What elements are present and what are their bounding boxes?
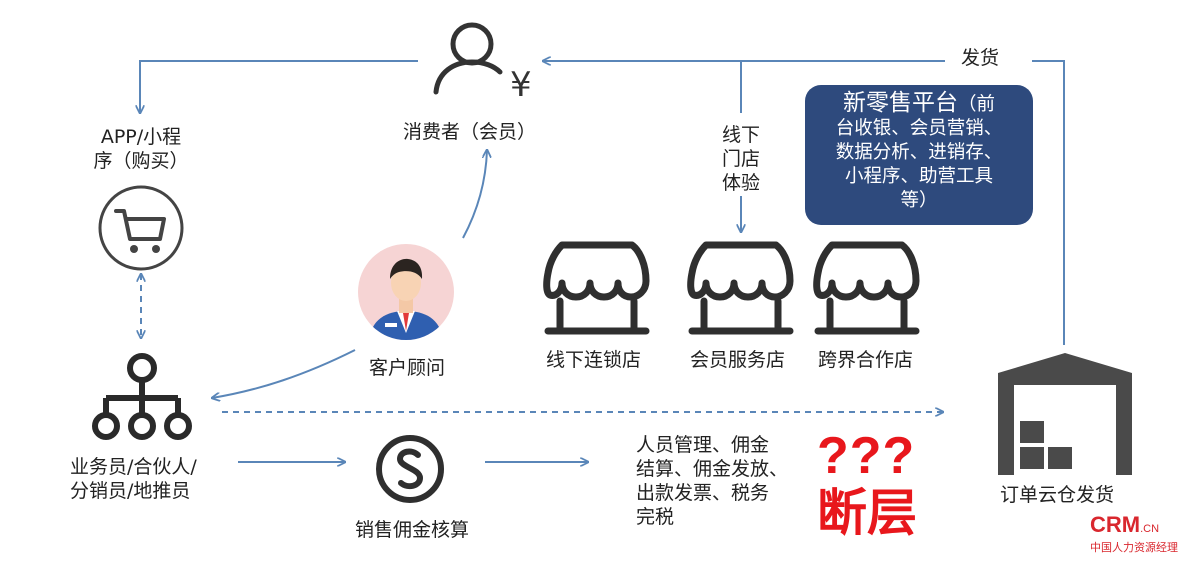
logo-tagline: 中国人力资源经理: [1090, 541, 1178, 554]
advisor-avatar: [358, 244, 454, 340]
platform-title-suffix: （前: [957, 94, 995, 115]
consumer-label: 消费者（会员）: [403, 121, 537, 143]
chain-store-icon: [543, 241, 650, 335]
app-label: APP/小程 序（购买）: [93, 126, 189, 172]
advisor-label: 客户顾问: [369, 357, 446, 379]
logo-c: C: [1090, 512, 1106, 537]
svg-text:¥: ¥: [510, 65, 532, 102]
offline-experience-label: 线下 门店 体验: [721, 124, 760, 194]
logo-rest: RM: [1105, 512, 1141, 537]
store-member-label: 会员服务店: [690, 349, 786, 371]
platform-body: 台收银、会员营销、 数据分析、进销存、 小程序、助营工具 等）: [835, 118, 1003, 211]
management-text: 人员管理、佣金 结算、佣金发放、 出款发票、税务 完税: [636, 434, 789, 528]
commission-icon: [376, 435, 444, 503]
commission-label: 销售佣金核算: [355, 519, 470, 541]
gap-label: 断层: [817, 484, 917, 542]
logo-tld: .CN: [1140, 523, 1160, 535]
warehouse-label: 订单云仓发货: [1000, 484, 1115, 506]
store-chain-label: 线下连锁店: [546, 349, 642, 371]
consumer-icon: ¥: [433, 22, 532, 102]
arrow-consumer-to-app: [140, 60, 418, 113]
org-chart-icon: [92, 353, 192, 440]
warehouse-icon: [998, 353, 1132, 475]
member-store-icon: [687, 241, 794, 335]
sales-people-label: 业务员/合伙人/ 分销员/地推员: [70, 456, 197, 502]
shopping-cart-icon[interactable]: [96, 183, 186, 273]
arrow-advisor-to-consumer: [462, 150, 487, 239]
arrow-ship-to-consumer: [543, 61, 1065, 345]
new-retail-platform-box: 新零售平台（前 台收银、会员营销、 数据分析、进销存、 小程序、助营工具 等）: [805, 85, 1033, 225]
arrow-advisor-to-sales: [212, 349, 356, 398]
platform-title: 新零售平台: [842, 90, 958, 116]
cross-border-store-icon: [813, 241, 920, 335]
chrm-logo: CRM.CN 中国人力资源经理: [1090, 513, 1196, 557]
gap-question-marks: ???: [817, 427, 916, 485]
store-cross-label: 跨界合作店: [818, 349, 914, 371]
ship-label: 发货: [961, 47, 1000, 69]
